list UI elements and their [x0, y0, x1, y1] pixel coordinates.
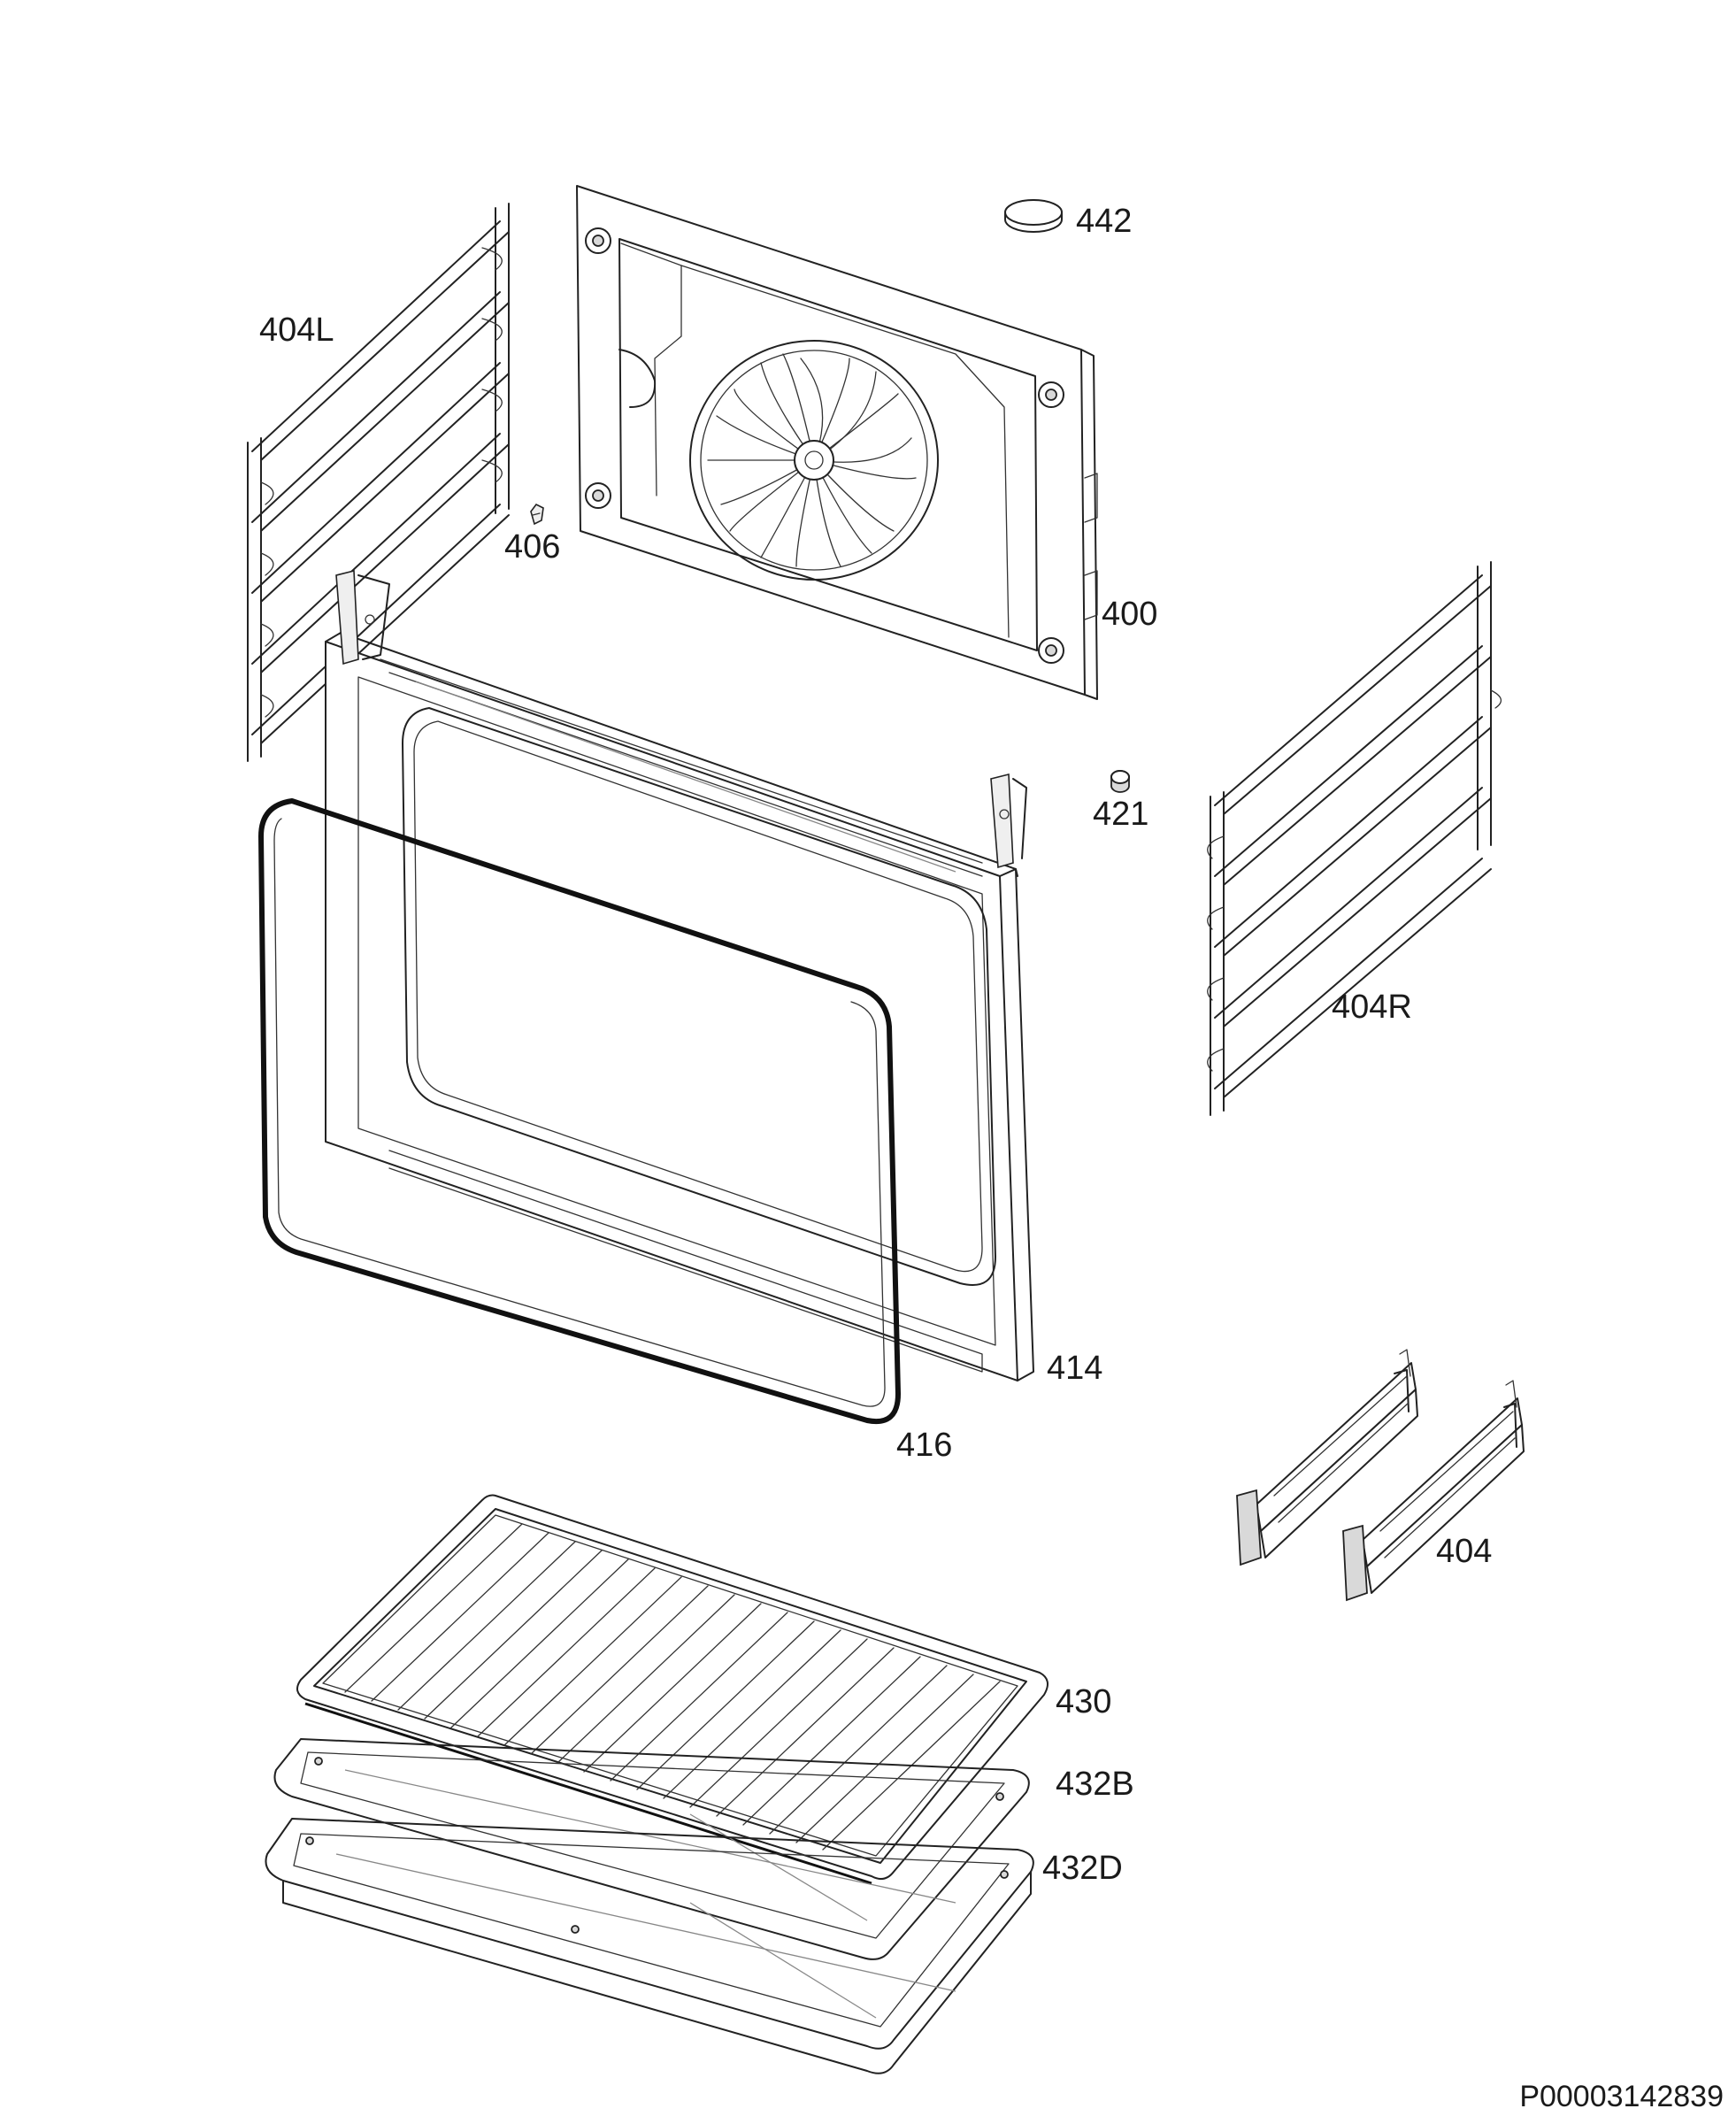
label-430: 430	[1056, 1683, 1111, 1720]
part-404-runners	[1236, 1349, 1525, 1602]
label-442: 442	[1076, 203, 1132, 240]
label-400: 400	[1102, 596, 1157, 633]
label-404L: 404L	[259, 312, 334, 349]
part-442-disc	[1004, 199, 1063, 233]
part-432B-tray	[273, 1738, 1030, 1960]
part-406-clip	[530, 503, 544, 526]
label-416: 416	[896, 1427, 952, 1464]
label-406: 406	[504, 528, 560, 566]
label-432B: 432B	[1056, 1766, 1134, 1803]
part-414-front-frame	[325, 569, 1034, 1381]
part-430-wire-shelf	[296, 1494, 1049, 1885]
label-404R: 404R	[1332, 989, 1412, 1026]
part-432D-deep-tray	[265, 1818, 1034, 2074]
label-414: 414	[1047, 1350, 1102, 1387]
part-421-screw	[1110, 770, 1130, 793]
label-432D: 432D	[1042, 1850, 1123, 1887]
document-code: P00003142839	[1519, 2080, 1724, 2113]
label-404: 404	[1436, 1533, 1492, 1570]
part-416-door-seal	[258, 798, 901, 1425]
part-404R-right-rack	[1207, 561, 1502, 1116]
label-421: 421	[1093, 796, 1148, 833]
part-404L-left-rack	[247, 203, 510, 762]
part-400-rear-panel	[576, 185, 1098, 700]
